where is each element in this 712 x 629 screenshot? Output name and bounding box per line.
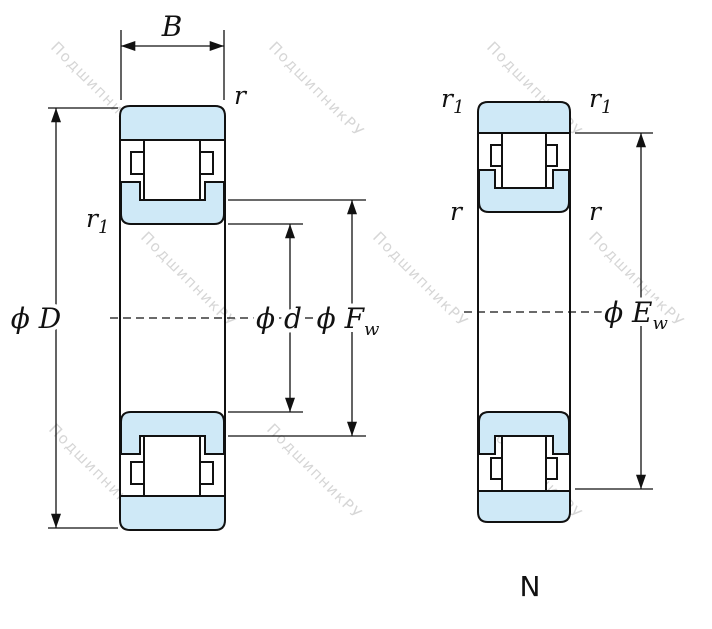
left-view-roller-top bbox=[143, 139, 201, 201]
right-view-bearing-section bbox=[464, 101, 602, 523]
right-view-inner-ring-bottom bbox=[478, 411, 570, 455]
left-view-roller-bottom bbox=[143, 435, 201, 497]
dim-label-phi-D: ϕ D bbox=[11, 302, 61, 335]
dim-label-phi-d: ϕ d bbox=[256, 302, 302, 335]
dimension-phi-Fw: ϕ Fw bbox=[228, 199, 384, 437]
dimension-phi-Ew: ϕ Ew bbox=[575, 132, 673, 490]
left-view-cage-bottom-right bbox=[200, 461, 214, 485]
left-view-cage-top-right bbox=[200, 151, 214, 175]
dim-label-r1-left-view: r1 bbox=[86, 204, 109, 238]
left-view-outer-ring-bottom bbox=[119, 495, 226, 531]
right-view-inner-ring-top bbox=[478, 169, 570, 213]
dim-label-phi-Fw: ϕ Fw bbox=[317, 302, 380, 340]
left-view-outer-ring-top bbox=[119, 105, 226, 141]
right-view-roller-top bbox=[501, 132, 547, 189]
left-view-cage-top-left bbox=[130, 151, 144, 175]
right-view-roller-bottom bbox=[501, 435, 547, 492]
dimension-B: B bbox=[120, 10, 225, 100]
left-view-cage-bottom-left bbox=[130, 461, 144, 485]
right-view-cage-bottom-right bbox=[546, 457, 558, 480]
left-view-bearing-section bbox=[110, 105, 315, 531]
dim-label-r-right-view-left: r bbox=[450, 197, 464, 226]
bearing-type-label: N bbox=[520, 570, 541, 603]
dim-label-r1-right-view-left: r1 bbox=[441, 84, 464, 118]
dim-label-r-left-view: r bbox=[234, 81, 248, 110]
right-view-cage-top-left bbox=[490, 144, 502, 167]
right-view-outer-ring-top bbox=[477, 101, 571, 134]
left-view-inner-ring-top bbox=[120, 181, 225, 225]
right-view-cage-bottom-left bbox=[490, 457, 502, 480]
dim-label-r-right-view-right: r bbox=[589, 197, 603, 226]
right-view-outer-ring-bottom bbox=[477, 490, 571, 523]
right-view-cage-top-right bbox=[546, 144, 558, 167]
dim-label-r1-right-view-right: r1 bbox=[589, 84, 612, 118]
dim-label-phi-Ew: ϕ Ew bbox=[604, 296, 668, 334]
dim-label-B: B bbox=[161, 10, 183, 43]
left-view-inner-ring-bottom bbox=[120, 411, 225, 455]
dimension-phi-D: ϕ D bbox=[7, 107, 118, 529]
dimension-phi-d: ϕ d bbox=[228, 223, 306, 413]
